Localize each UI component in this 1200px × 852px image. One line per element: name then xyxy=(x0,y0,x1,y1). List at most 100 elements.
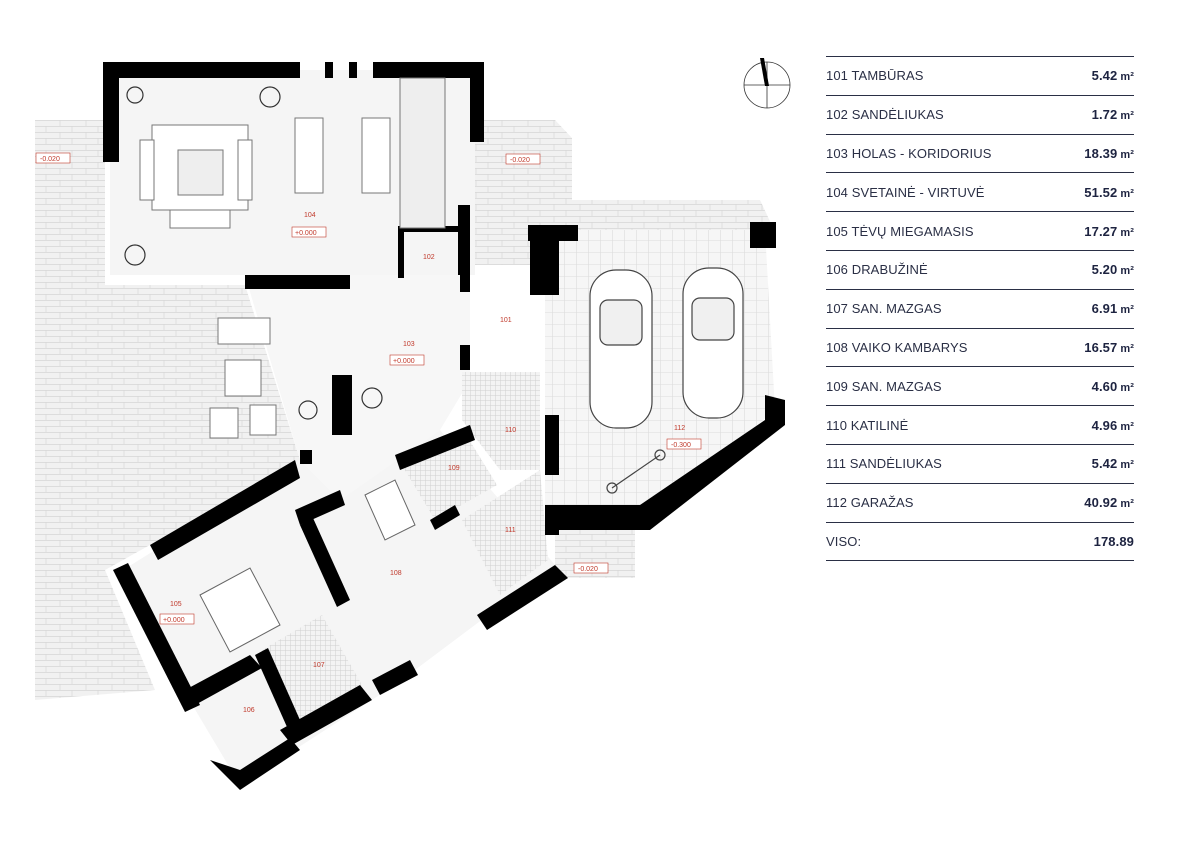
area-value: 51.52 xyxy=(1084,184,1118,200)
area-unit: m² xyxy=(1120,71,1134,84)
room-label-109: 109 xyxy=(448,465,460,472)
area-value: 5.20 xyxy=(1091,262,1118,278)
area-unit: m² xyxy=(1120,342,1134,355)
room-label-106: 106 xyxy=(243,707,255,714)
area-unit: m² xyxy=(1120,110,1134,123)
room-number-labels: 104 102 101 103 110 109 112 111 108 105 … xyxy=(170,212,685,714)
level-living: +0.000 xyxy=(295,230,317,237)
legend-room-name: 103 HOLAS - KORIDORIUS xyxy=(826,145,992,161)
area-unit: m² xyxy=(1120,148,1134,161)
area-value: 6.91 xyxy=(1091,301,1118,317)
legend-room-name: 106 DRABUŽINĖ xyxy=(826,262,928,278)
room-label-103: 103 xyxy=(403,341,415,348)
terrace-top xyxy=(470,120,572,265)
area-unit: m² xyxy=(1120,420,1134,433)
level-hall: +0.000 xyxy=(393,358,415,365)
area-value: 5.42 xyxy=(1091,456,1118,472)
room-label-112: 112 xyxy=(674,425,685,432)
area-unit: m² xyxy=(1120,265,1134,278)
level-label-texts: -0.020 -0.020 +0.000 +0.000 +0.000 -0.30… xyxy=(40,156,691,624)
room-label-105: 105 xyxy=(170,601,182,608)
room-label-101: 101 xyxy=(500,317,512,324)
area-unit: m² xyxy=(1120,226,1134,239)
area-value: 1.72 xyxy=(1091,107,1118,123)
legend-total-area: 178.89 xyxy=(1094,534,1134,549)
area-unit: m² xyxy=(1120,304,1134,317)
north-arrow-icon xyxy=(743,58,791,109)
level-garage-entry: -0.020 xyxy=(578,566,598,573)
terrace-garage-top xyxy=(572,200,775,232)
terrace-left xyxy=(35,120,300,700)
area-unit: m² xyxy=(1120,187,1134,200)
legend-room-name: 111 SANDĖLIUKAS xyxy=(826,456,942,472)
room-label-110: 110 xyxy=(505,427,516,434)
legend-room-name: 110 KATILINĖ xyxy=(826,417,909,433)
living-furniture xyxy=(139,77,446,229)
area-value: 5.42 xyxy=(1091,68,1118,84)
level-terrace-top: -0.020 xyxy=(510,157,530,164)
room-label-104: 104 xyxy=(304,212,316,219)
room-label-111: 111 xyxy=(505,527,516,534)
level-bedroom: +0.000 xyxy=(163,617,185,624)
level-labels xyxy=(35,152,702,625)
room-label-108: 108 xyxy=(390,570,402,577)
legend-room-name: 102 SANDĖLIUKAS xyxy=(826,107,944,123)
legend-room-name: 109 SAN. MAZGAS xyxy=(826,378,942,394)
floor-storage-111 xyxy=(462,470,548,595)
area-value: 40.92 xyxy=(1084,495,1118,511)
legend-room-name: 108 VAIKO KAMBARYS xyxy=(826,339,968,355)
legend-room-name: 104 SVETAINĖ - VIRTUVĖ xyxy=(826,184,985,200)
level-garage: -0.300 xyxy=(671,442,691,449)
room-label-102: 102 xyxy=(423,254,435,261)
room-label-107: 107 xyxy=(313,662,325,669)
plant-icon xyxy=(124,86,383,420)
area-value: 4.60 xyxy=(1091,378,1118,394)
terrace-furniture xyxy=(209,317,277,439)
bed-icon xyxy=(199,479,416,653)
area-unit: m² xyxy=(1120,498,1134,511)
floor-boiler-110 xyxy=(462,372,540,470)
area-value: 18.39 xyxy=(1084,145,1118,161)
car-icon xyxy=(589,267,744,429)
area-unit: m² xyxy=(1120,459,1134,472)
area-value: 16.57 xyxy=(1084,339,1118,355)
area-value: 4.96 xyxy=(1091,417,1118,433)
area-value: 178.89 xyxy=(1093,533,1134,549)
motorcycle-icon xyxy=(606,449,666,494)
legend-room-name: 105 TĖVŲ MIEGAMASIS xyxy=(826,223,974,239)
walls xyxy=(103,62,785,790)
floor-plan: 104 102 101 103 110 109 112 111 108 105 … xyxy=(35,62,785,790)
area-value: 17.27 xyxy=(1084,223,1118,239)
legend-total-label: VISO: xyxy=(826,533,862,549)
area-unit: m² xyxy=(1120,381,1134,394)
floor-hall xyxy=(245,275,470,500)
legend-room-name: 107 SAN. MAZGAS xyxy=(826,301,942,317)
level-terrace-left: -0.020 xyxy=(40,156,60,163)
legend-room-name: 101 TAMBŪRAS xyxy=(826,68,924,84)
legend-room-name: 112 GARAŽAS xyxy=(826,495,914,511)
